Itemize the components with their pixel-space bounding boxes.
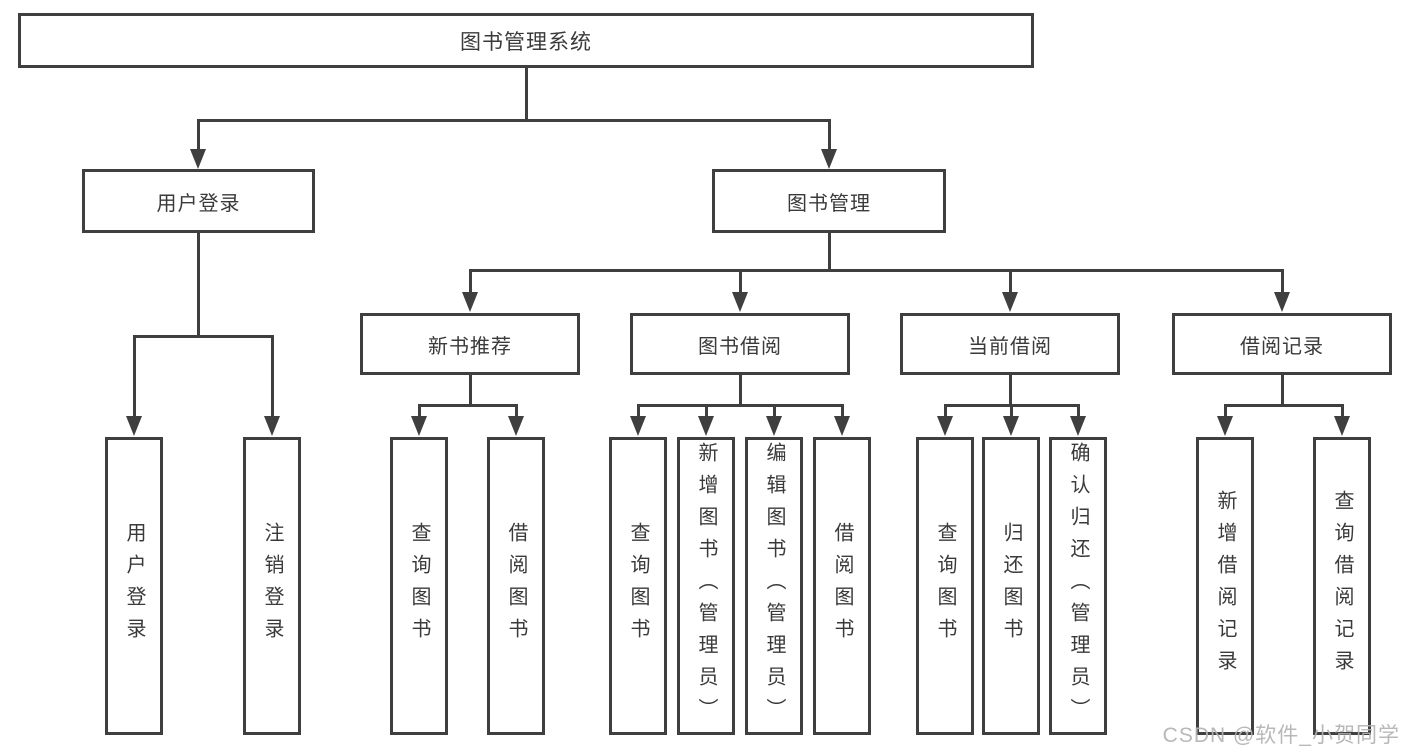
- edge-line: [515, 406, 518, 417]
- leaf-query-borrow-record: 查询借阅记录: [1313, 437, 1371, 735]
- edge-line: [944, 406, 947, 417]
- edge-line: [739, 271, 742, 293]
- arrowhead-down-icon: [732, 292, 748, 312]
- arrowhead-down-icon: [411, 416, 427, 436]
- node-current-borrow: 当前借阅: [900, 313, 1120, 375]
- leaf-borrow-books-borrow: 借阅图书: [813, 437, 871, 735]
- edge-line: [705, 406, 708, 417]
- edge-line: [469, 271, 472, 293]
- leaf-query-borrow-record-label: 查询借阅记录: [1331, 490, 1353, 682]
- arrowhead-down-icon: [190, 149, 206, 169]
- node-book-mgmt: 图书管理: [712, 169, 946, 233]
- arrowhead-down-icon: [834, 416, 850, 436]
- edge-line: [469, 375, 472, 406]
- leaf-add-borrow-record-label: 新增借阅记录: [1214, 490, 1236, 682]
- arrowhead-down-icon: [1070, 416, 1086, 436]
- edge-line: [418, 404, 518, 407]
- edge-line: [469, 269, 1284, 272]
- arrowhead-down-icon: [264, 416, 280, 436]
- leaf-borrow-books-borrow-label: 借阅图书: [831, 522, 853, 650]
- edge-line: [1009, 271, 1012, 293]
- leaf-query-books-current-label: 查询图书: [934, 522, 956, 650]
- leaf-user-login: 用户登录: [105, 437, 163, 735]
- edge-line: [841, 406, 844, 417]
- edge-line: [133, 335, 274, 338]
- leaf-return-books-label: 归还图书: [1000, 522, 1022, 650]
- node-root: 图书管理系统: [18, 13, 1034, 68]
- node-user-login: 用户登录: [82, 169, 315, 233]
- node-new-books-label: 新书推荐: [428, 335, 512, 358]
- edge-line: [133, 337, 136, 417]
- leaf-query-books-borrow-label: 查询图书: [627, 522, 649, 650]
- leaf-add-borrow-record: 新增借阅记录: [1196, 437, 1254, 735]
- edge-line: [197, 121, 200, 150]
- node-borrow-records-label: 借阅记录: [1240, 335, 1324, 358]
- edge-line: [1010, 406, 1013, 417]
- arrowhead-down-icon: [1217, 416, 1233, 436]
- node-root-label: 图书管理系统: [460, 30, 592, 54]
- leaf-logout-login-label: 注销登录: [261, 522, 283, 650]
- leaf-confirm-return-admin-label: 确认归还（管理员）: [1067, 442, 1089, 730]
- edge-line: [773, 406, 776, 417]
- edge-line: [1224, 406, 1227, 417]
- leaf-logout-login: 注销登录: [243, 437, 301, 735]
- edge-line: [525, 68, 528, 121]
- leaf-query-books-borrow: 查询图书: [609, 437, 667, 735]
- arrowhead-down-icon: [698, 416, 714, 436]
- node-book-mgmt-label: 图书管理: [787, 192, 871, 215]
- edge-line: [1009, 375, 1012, 406]
- arrowhead-down-icon: [766, 416, 782, 436]
- edge-line: [739, 375, 742, 406]
- edge-line: [637, 406, 640, 417]
- edge-line: [828, 233, 831, 271]
- leaf-add-books-admin: 新增图书（管理员）: [677, 437, 735, 735]
- leaf-query-books-newbooks: 查询图书: [390, 437, 448, 735]
- edge-line: [197, 119, 831, 122]
- arrowhead-down-icon: [1003, 416, 1019, 436]
- leaf-borrow-books-newbooks-label: 借阅图书: [505, 522, 527, 650]
- leaf-borrow-books-newbooks: 借阅图书: [487, 437, 545, 735]
- leaf-edit-books-admin-label: 编辑图书（管理员）: [763, 442, 785, 730]
- node-current-borrow-label: 当前借阅: [968, 335, 1052, 358]
- edge-line: [1341, 406, 1344, 417]
- leaf-query-books-newbooks-label: 查询图书: [408, 522, 430, 650]
- leaf-add-books-admin-label: 新增图书（管理员）: [695, 442, 717, 730]
- leaf-edit-books-admin: 编辑图书（管理员）: [745, 437, 803, 735]
- leaf-return-books: 归还图书: [982, 437, 1040, 735]
- arrowhead-down-icon: [1274, 292, 1290, 312]
- arrowhead-down-icon: [937, 416, 953, 436]
- arrowhead-down-icon: [1334, 416, 1350, 436]
- edge-line: [1281, 271, 1284, 293]
- arrowhead-down-icon: [508, 416, 524, 436]
- edge-line: [271, 337, 274, 417]
- node-borrow-records: 借阅记录: [1172, 313, 1392, 375]
- arrowhead-down-icon: [630, 416, 646, 436]
- edge-line: [1281, 375, 1284, 406]
- edge-line: [828, 121, 831, 150]
- leaf-user-login-label: 用户登录: [123, 522, 145, 650]
- edge-line: [637, 404, 844, 407]
- arrowhead-down-icon: [126, 416, 142, 436]
- arrowhead-down-icon: [1002, 292, 1018, 312]
- node-book-borrow-label: 图书借阅: [698, 335, 782, 358]
- arrowhead-down-icon: [821, 149, 837, 169]
- node-user-login-label: 用户登录: [156, 192, 241, 215]
- leaf-confirm-return-admin: 确认归还（管理员）: [1049, 437, 1107, 735]
- edge-line: [1077, 406, 1080, 417]
- csdn-watermark: CSDN @软件_小贺同学: [1162, 724, 1400, 747]
- arrowhead-down-icon: [462, 292, 478, 312]
- edge-line: [197, 233, 200, 337]
- edge-line: [944, 404, 1080, 407]
- node-new-books: 新书推荐: [360, 313, 580, 375]
- edge-line: [1224, 404, 1344, 407]
- edge-line: [418, 406, 421, 417]
- leaf-query-books-current: 查询图书: [916, 437, 974, 735]
- node-book-borrow: 图书借阅: [630, 313, 850, 375]
